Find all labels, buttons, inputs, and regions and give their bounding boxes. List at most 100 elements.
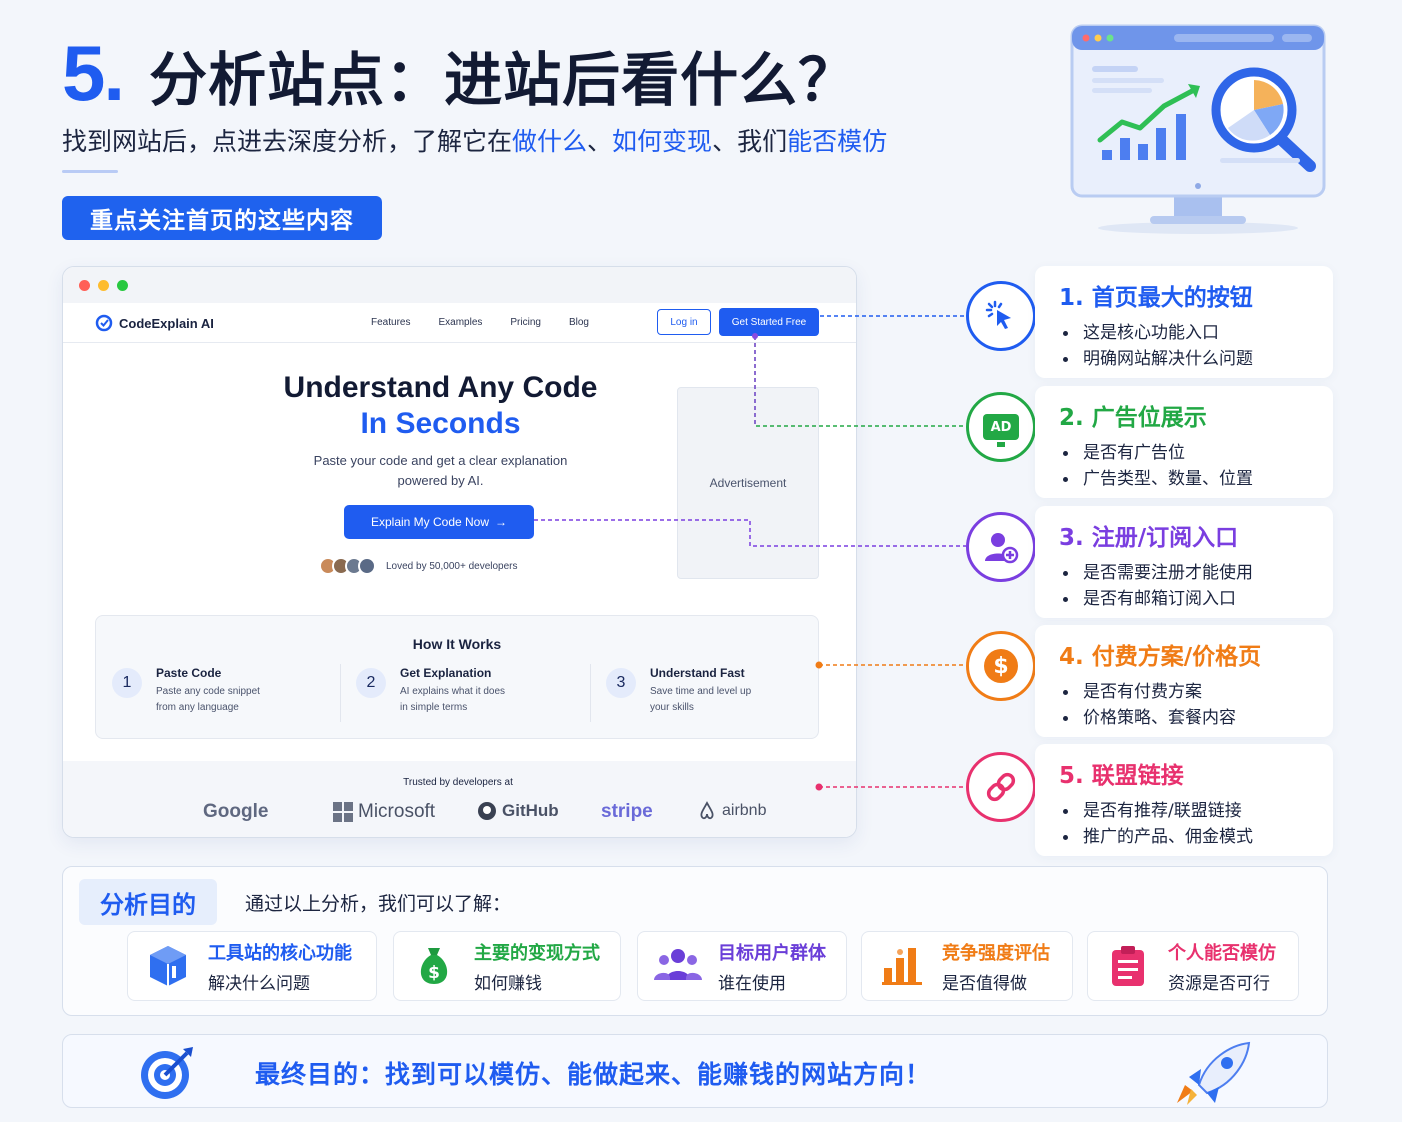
- advertisement-slot[interactable]: Advertisement: [677, 387, 819, 579]
- subtitle-part: 找到网站后，点进去深度分析，了解它在: [62, 127, 513, 156]
- stripe-logo: stripe: [601, 801, 653, 823]
- brand-name: Google: [203, 801, 269, 822]
- cursor-click-icon: [966, 281, 1036, 351]
- step-number: 2: [356, 668, 386, 698]
- subtitle-highlight: 如何变现: [612, 127, 713, 156]
- callout-bullet: 是否有邮箱订阅入口: [1059, 586, 1333, 612]
- divider: [340, 664, 341, 722]
- link-icon: [966, 752, 1036, 822]
- step-desc: Paste any code snippet: [156, 686, 260, 697]
- nav-examples[interactable]: Examples: [438, 317, 483, 328]
- analysis-purpose-panel: 分析目的 通过以上分析，我们可以了解： 工具站的核心功能解决什么问题 $ 主要的…: [62, 866, 1328, 1016]
- rocket-icon: [1171, 1039, 1255, 1111]
- arrow-right-icon: →: [495, 515, 508, 529]
- money-bag-icon: $: [420, 948, 448, 984]
- hero-desc-line: Paste your code and get a clear explanat…: [313, 453, 568, 468]
- callout-bullet: 价格策略、套餐内容: [1059, 705, 1333, 731]
- purpose-item-title: 主要的变现方式: [474, 942, 600, 964]
- avatar: [358, 557, 376, 575]
- how-title: How It Works: [412, 636, 502, 652]
- step-title: Understand Fast: [650, 666, 745, 680]
- cube-icon: [150, 946, 186, 986]
- brand-name: stripe: [601, 801, 653, 822]
- microsoft-icon: [333, 802, 353, 822]
- airbnb-icon: [700, 801, 714, 820]
- get-started-button[interactable]: Get Started Free: [719, 308, 819, 336]
- purpose-item-title: 个人能否模仿: [1168, 942, 1276, 964]
- svg-text:$: $: [428, 963, 440, 983]
- dollar-icon: $: [966, 631, 1036, 701]
- subtitle-part: 、我们: [712, 127, 788, 156]
- callout-bullet: 是否有付费方案: [1059, 679, 1333, 705]
- nav-links: Features Examples Pricing Blog: [371, 317, 589, 328]
- title-text: 分析站点：进站后看什么？: [149, 46, 858, 114]
- callout-bullet: 广告类型、数量、位置: [1059, 466, 1333, 492]
- target-icon: [137, 1043, 197, 1107]
- title-underline: [62, 170, 118, 173]
- callout-card-4: 4. 付费方案/价格页 是否有付费方案价格策略、套餐内容: [1035, 625, 1333, 737]
- ad-label: Advertisement: [709, 476, 787, 490]
- hero-line-2: In Seconds: [360, 407, 521, 440]
- step-title: Get Explanation: [400, 666, 492, 680]
- purpose-item-title: 竞争强度评估: [942, 942, 1050, 964]
- browser-chrome: [63, 267, 856, 303]
- trusted-label: Trusted by developers at: [403, 777, 513, 788]
- callout-bullet: 是否有广告位: [1059, 440, 1333, 466]
- website-mockup: CodeExplain AI Features Examples Pricing…: [62, 266, 857, 838]
- step-desc: in simple terms: [400, 702, 468, 713]
- purpose-item-title: 目标用户群体: [718, 942, 826, 964]
- analytics-monitor-icon: [1070, 24, 1326, 234]
- subtitle-highlight: 做什么: [512, 127, 588, 156]
- purpose-item-feasibility: 个人能否模仿资源是否可行: [1087, 931, 1299, 1001]
- logo-icon: [95, 314, 113, 332]
- callout-bullet: 明确网站解决什么问题: [1059, 346, 1333, 372]
- social-proof: Loved by 50,000+ developers: [319, 557, 518, 575]
- step-title: Paste Code: [156, 666, 222, 680]
- cta-label: Explain My Code Now: [370, 515, 490, 529]
- microsoft-logo: Microsoft: [333, 801, 435, 823]
- ad-monitor-icon: AD: [966, 392, 1036, 462]
- avatar-group: [319, 557, 376, 575]
- site-logo[interactable]: CodeExplain AI: [95, 314, 214, 332]
- step-desc: your skills: [650, 702, 694, 713]
- purpose-tag: 分析目的: [79, 879, 217, 925]
- github-icon: [478, 802, 496, 820]
- callout-bullet: 是否需要注册才能使用: [1059, 560, 1333, 586]
- explain-code-button[interactable]: Explain My Code Now →: [344, 505, 534, 539]
- step-desc: Save time and level up: [650, 686, 752, 697]
- nav-features[interactable]: Features: [371, 317, 411, 328]
- callout-bullet: 这是核心功能入口: [1059, 320, 1333, 346]
- callout-bullet: 是否有推荐/联盟链接: [1059, 798, 1333, 824]
- subtitle-part: 、: [587, 127, 613, 156]
- brand-name: airbnb: [722, 802, 767, 819]
- callout-card-5: 5. 联盟链接 是否有推荐/联盟链接推广的产品、佣金模式: [1035, 744, 1333, 856]
- nav-blog[interactable]: Blog: [568, 317, 589, 328]
- callout-title: 4. 付费方案/价格页: [1059, 644, 1262, 670]
- step-desc: AI explains what it does: [400, 686, 506, 697]
- step-desc: from any language: [156, 702, 239, 713]
- purpose-item-users: 目标用户群体谁在使用: [637, 931, 847, 1001]
- hero-desc-line: powered by AI.: [397, 473, 484, 488]
- step-number: 3: [606, 668, 636, 698]
- page-title: 5. 分析站点：进站后看什么？: [62, 28, 857, 119]
- final-goal-text: 最终目的：找到可以模仿、能做起来、能赚钱的网站方向！: [255, 1060, 932, 1089]
- brand-name: Microsoft: [358, 801, 436, 822]
- site-nav: CodeExplain AI Features Examples Pricing…: [63, 303, 856, 343]
- users-icon: [654, 949, 702, 980]
- loved-text: Loved by 50,000+ developers: [386, 560, 518, 572]
- callout-card-1: 1. 首页最大的按钮 这是核心功能入口明确网站解决什么问题: [1035, 266, 1333, 378]
- brand-name: GitHub: [502, 801, 559, 820]
- section-number: 5.: [62, 29, 125, 117]
- purpose-item-desc: 是否值得做: [942, 973, 1027, 994]
- nav-pricing[interactable]: Pricing: [510, 317, 541, 328]
- callout-title: 1. 首页最大的按钮: [1059, 285, 1253, 311]
- final-goal-banner: 最终目的：找到可以模仿、能做起来、能赚钱的网站方向！: [62, 1034, 1328, 1108]
- bar-chart-icon: [882, 948, 922, 985]
- login-button[interactable]: Log in: [657, 309, 711, 335]
- purpose-item-competition: 竞争强度评估是否值得做: [861, 931, 1073, 1001]
- focus-badge: 重点关注首页的这些内容: [62, 196, 382, 240]
- close-dot-icon: [79, 279, 90, 291]
- purpose-item-core: 工具站的核心功能解决什么问题: [127, 931, 377, 1001]
- step-3: 3 Understand Fast Save time and level up…: [606, 666, 751, 716]
